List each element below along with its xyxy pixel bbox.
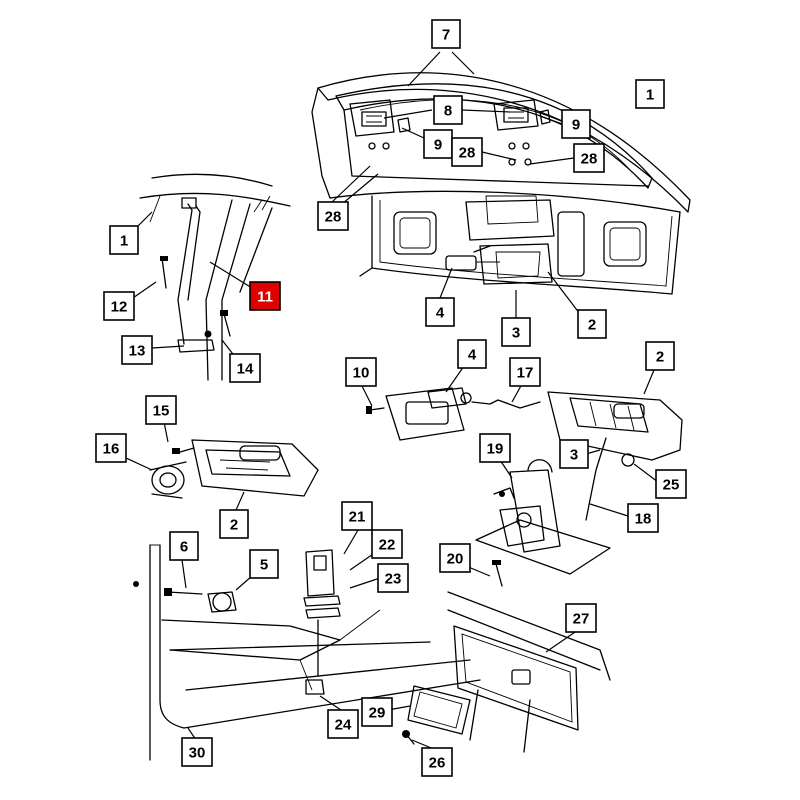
svg-text:1: 1 — [646, 87, 654, 104]
svg-text:30: 30 — [189, 745, 206, 762]
svg-text:18: 18 — [635, 511, 652, 528]
callout-16: 16 — [95, 433, 127, 463]
svg-text:1: 1 — [120, 233, 128, 250]
svg-text:4: 4 — [436, 305, 445, 322]
latch-drawing — [475, 459, 611, 587]
svg-text:4: 4 — [468, 347, 477, 364]
callout-4-liftgate: 4 — [425, 297, 455, 327]
callout-15: 15 — [145, 395, 177, 425]
liftgate-drawing — [311, 72, 691, 295]
svg-text:14: 14 — [237, 361, 254, 378]
callout-24: 24 — [327, 709, 359, 739]
hinge-drawings — [349, 99, 551, 166]
callout-30: 30 — [181, 737, 213, 767]
callout-19: 19 — [479, 433, 511, 463]
callout-12: 12 — [103, 291, 135, 321]
svg-text:5: 5 — [260, 557, 268, 574]
svg-text:12: 12 — [111, 299, 128, 316]
callout-2-liftgate: 2 — [577, 309, 607, 339]
callout-2-cylinder: 2 — [219, 509, 249, 539]
callout-28-top-left: 28 — [451, 137, 483, 167]
svg-text:17: 17 — [517, 365, 534, 382]
handle-assembly-drawing — [366, 387, 683, 521]
callout-11-highlighted: 11 — [249, 281, 281, 311]
svg-text:29: 29 — [369, 705, 386, 722]
svg-text:2: 2 — [588, 317, 596, 334]
callout-13: 13 — [121, 335, 153, 365]
callout-27: 27 — [565, 603, 597, 633]
svg-text:27: 27 — [573, 611, 590, 628]
svg-text:3: 3 — [570, 447, 578, 464]
lock-cylinder-drawing — [149, 439, 319, 499]
svg-text:6: 6 — [180, 539, 188, 556]
svg-text:21: 21 — [349, 509, 366, 526]
callout-1-liftgate: 1 — [635, 79, 665, 109]
svg-text:28: 28 — [581, 151, 598, 168]
callout-29: 29 — [361, 697, 393, 727]
svg-text:8: 8 — [444, 103, 452, 120]
callout-9-left: 9 — [423, 129, 453, 159]
callout-18: 18 — [627, 503, 659, 533]
callout-22: 22 — [371, 529, 403, 559]
callout-4-handle: 4 — [457, 339, 487, 369]
callout-3-handle: 3 — [559, 439, 589, 469]
callout-2-handle: 2 — [645, 341, 675, 371]
callout-21: 21 — [341, 501, 373, 531]
svg-text:26: 26 — [429, 755, 446, 772]
callout-10: 10 — [345, 357, 377, 387]
tailgate-body-drawing — [149, 544, 611, 761]
svg-text:28: 28 — [459, 145, 476, 162]
svg-text:13: 13 — [129, 343, 146, 360]
pillar-strut-drawing — [139, 173, 291, 381]
svg-text:2: 2 — [656, 349, 664, 366]
svg-text:28: 28 — [325, 209, 342, 226]
svg-text:2: 2 — [230, 517, 238, 534]
callout-17: 17 — [509, 357, 541, 387]
svg-text:22: 22 — [379, 537, 396, 554]
svg-text:16: 16 — [103, 441, 120, 458]
callout-20: 20 — [439, 543, 471, 573]
svg-text:24: 24 — [335, 717, 352, 734]
svg-text:15: 15 — [153, 403, 170, 420]
svg-text:23: 23 — [385, 571, 402, 588]
svg-text:11: 11 — [257, 289, 273, 306]
callout-1-pillar: 1 — [109, 225, 139, 255]
callout-7: 7 — [431, 19, 461, 49]
callout-28-left: 28 — [317, 201, 349, 231]
striker-bumper-drawing — [133, 549, 341, 695]
callout-9-right: 9 — [561, 109, 591, 139]
callout-28-top-right: 28 — [573, 143, 605, 173]
callout-25: 25 — [655, 469, 687, 499]
leader-lines — [125, 51, 659, 751]
svg-text:7: 7 — [442, 27, 450, 44]
svg-text:25: 25 — [663, 477, 680, 494]
callout-14: 14 — [229, 353, 261, 383]
svg-text:10: 10 — [353, 365, 370, 382]
callout-26: 26 — [421, 747, 453, 777]
svg-text:3: 3 — [512, 325, 520, 342]
svg-text:9: 9 — [434, 137, 442, 154]
svg-text:19: 19 — [487, 441, 504, 458]
svg-text:9: 9 — [572, 117, 580, 134]
svg-text:20: 20 — [447, 551, 464, 568]
callout-8: 8 — [433, 95, 463, 125]
callout-5: 5 — [249, 549, 279, 579]
callout-3-liftgate: 3 — [501, 317, 531, 347]
callout-6: 6 — [169, 531, 199, 561]
callout-23: 23 — [377, 563, 409, 593]
